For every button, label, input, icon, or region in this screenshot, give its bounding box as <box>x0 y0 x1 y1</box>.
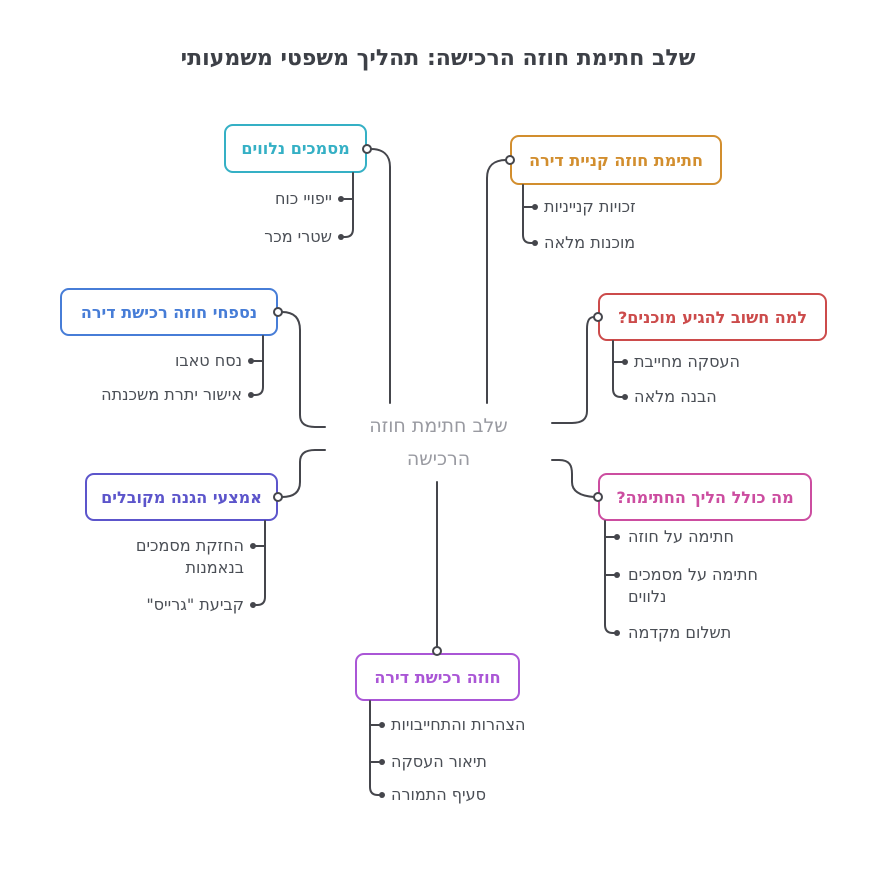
tree-protection <box>255 520 266 606</box>
bullet-contract-1 <box>379 722 385 728</box>
node-signing-process-label: מה כולל הליך החתימה? <box>616 487 794 507</box>
node-contract-signing-label: חתימת חוזה קניית דירה <box>529 150 703 170</box>
child-item: נסח טאבו <box>174 351 242 370</box>
connector-process-to-center <box>551 459 595 498</box>
node-purchase-contract[interactable]: חוזה רכישת דירה <box>355 653 520 701</box>
tree-signing <box>522 184 533 244</box>
bullet-why-prepared-1 <box>622 359 628 365</box>
node-contract-appendices[interactable]: נספחי חוזה רכישת דירה <box>60 288 278 336</box>
bullet-process-1 <box>614 534 620 540</box>
child-item: חתימה על מסמכים נלווים <box>628 565 758 606</box>
node-protection-measures-label: אמצעי הגנה מקובלים <box>101 487 262 507</box>
child-item: תיאור העסקה <box>391 752 487 771</box>
tree-contract <box>369 700 380 796</box>
child-item: הצהרות והתחייבויות <box>391 715 526 734</box>
node-accompanying-documents[interactable]: מסמכים נלווים <box>224 124 367 173</box>
child-item: החזקת מסמכים בנאמנות <box>135 536 244 577</box>
node-signing-process[interactable]: מה כולל הליך החתימה? <box>598 473 812 521</box>
bullet-appendices-1 <box>248 358 254 364</box>
node-contract-signing[interactable]: חתימת חוזה קניית דירה <box>510 135 722 185</box>
child-item: מוכנות מלאה <box>544 233 636 252</box>
node-why-prepared[interactable]: למה חשוב להגיע מוכנים? <box>598 293 827 341</box>
child-item: תשלום מקדמה <box>628 623 732 642</box>
child-item: חתימה על חוזה <box>628 527 734 546</box>
bullet-process-3 <box>614 630 620 636</box>
bullet-documents-2 <box>338 234 344 240</box>
diagram-title: שלב חתימת חוזה הרכישה: תהליך משפטי משמעו… <box>180 46 696 71</box>
bullet-signing-2 <box>532 240 538 246</box>
node-contract-appendices-label: נספחי חוזה רכישת דירה <box>80 302 258 322</box>
node-center[interactable]: שלב חתימת חוזה הרכישה <box>325 403 552 482</box>
child-item: סעיף התמורה <box>391 785 486 804</box>
child-item: העסקה מחייבת <box>634 352 740 371</box>
child-item: ייפויי כוח <box>274 189 332 208</box>
child-item: קביעת "גרייס" <box>146 595 244 614</box>
bullet-contract-2 <box>379 759 385 765</box>
bullet-protection-2 <box>250 602 256 608</box>
bullet-why-prepared-2 <box>622 394 628 400</box>
node-purchase-contract-label: חוזה רכישת דירה <box>374 667 501 687</box>
connector-signing-to-center <box>486 159 507 404</box>
tree-why-prepared <box>612 340 623 398</box>
node-center-label: שלב חתימת חוזה הרכישה <box>369 415 508 470</box>
node-accompanying-documents-label: מסמכים נלווים <box>241 139 350 158</box>
tree-appendices <box>253 335 264 396</box>
node-why-prepared-label: למה חשוב להגיע מוכנים? <box>617 307 808 327</box>
connector-documents-to-center <box>370 148 391 404</box>
connector-protection-to-center <box>281 449 326 498</box>
child-item: שטרי מכר <box>264 227 332 246</box>
child-item: הבנה מלאה <box>634 387 717 406</box>
connector-why-prepared-to-center <box>551 316 595 424</box>
bullet-appendices-2 <box>248 392 254 398</box>
bullet-protection-1 <box>250 543 256 549</box>
bullet-signing-1 <box>532 204 538 210</box>
child-item: אישור יתרת משכנתה <box>101 385 242 404</box>
node-protection-measures[interactable]: אמצעי הגנה מקובלים <box>85 473 278 521</box>
bullet-documents-1 <box>338 196 344 202</box>
tree-process <box>604 520 615 634</box>
connector-appendices-to-center <box>281 311 326 428</box>
bullet-process-2 <box>614 572 620 578</box>
tree-documents <box>343 172 354 238</box>
bullet-contract-3 <box>379 792 385 798</box>
child-item: זכויות קנייניות <box>544 197 636 216</box>
